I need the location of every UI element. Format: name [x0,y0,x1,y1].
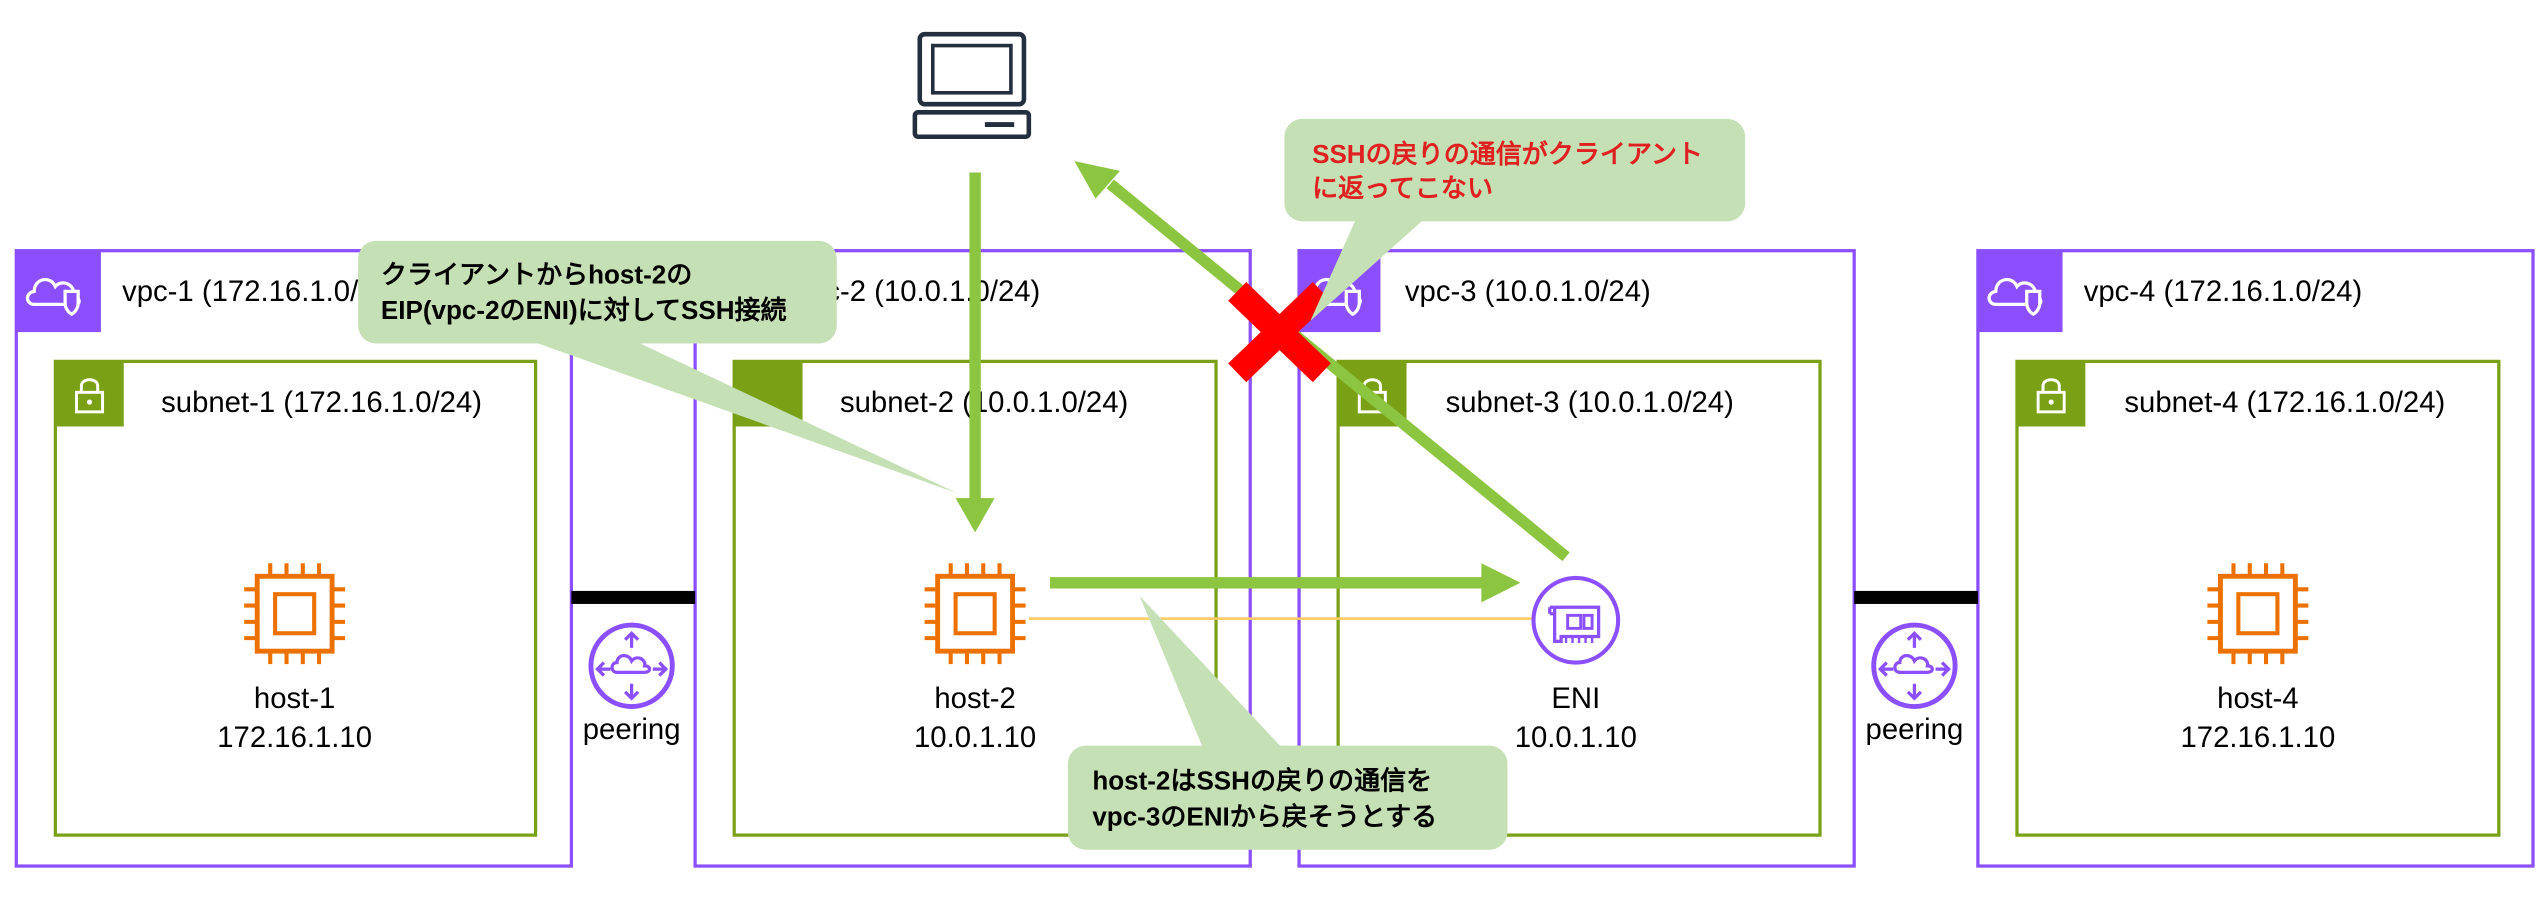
callout-line: に返ってこない [1312,173,1493,203]
vpc-label: vpc-1 (172.16.1.0/24) [122,275,401,308]
host-name: host-1 [254,682,335,715]
callout-client-ssh: クライアントからhost-2の EIP(vpc-2のENI)に対してSSH接続 [358,240,958,494]
peering-label: peering [583,713,681,746]
subnet-label: subnet-4 (172.16.1.0/24) [2124,386,2445,419]
peering-icon [588,622,675,709]
peering-link [1854,590,1978,604]
callout-line: EIP(vpc-2のENI)に対してSSH接続 [381,295,787,325]
eni-ip: 10.0.1.10 [1515,721,1637,754]
subnet-4: subnet-4 (172.16.1.0/24) [2015,359,2501,837]
lock-icon [75,378,105,414]
return-to-client-arrow [1074,161,1570,562]
callout-line: vpc-3のENIから戻そうとする [1092,801,1437,831]
subnet-1: subnet-1 (172.16.1.0/24) [53,359,538,837]
subnet-label: subnet-3 (10.0.1.0/24) [1446,386,1734,419]
callout-line: クライアントからhost-2の [381,259,692,289]
vpc-label: vpc-3 (10.0.1.0/24) [1405,275,1651,308]
peering-label: peering [1866,713,1964,746]
return-to-eni-arrow [1049,563,1521,603]
ec2-instance-icon [924,563,1026,665]
host-ip: 172.16.1.10 [217,721,372,754]
host-name: host-4 [2217,682,2298,715]
ec2-instance-icon [244,563,346,665]
vpc-label: vpc-4 (172.16.1.0/24) [2084,275,2363,308]
vpc-cloud-icon [25,277,81,317]
peering-icon [1871,622,1958,709]
eni-icon [1531,575,1621,665]
client-computer-icon [912,31,1032,140]
ssh-request-arrow [955,172,995,533]
lock-icon [2036,378,2066,414]
blocked-cross-icon [1228,282,1331,383]
host-name: host-2 [934,682,1015,715]
peering-link [571,590,696,604]
eni-name: ENI [1551,682,1600,715]
host-ip: 172.16.1.10 [2181,721,2336,754]
host-ip: 10.0.1.10 [914,721,1036,754]
vpc-cloud-icon [1987,277,2043,317]
callout-line: SSHの戻りの通信がクライアント [1312,139,1703,169]
ec2-instance-icon [2207,563,2309,665]
callout-line: host-2はSSHの戻りの通信を [1092,766,1432,796]
callout-no-return: SSHの戻りの通信がクライアント に返ってこない [1284,118,1746,321]
subnet-label: subnet-1 (172.16.1.0/24) [161,386,482,419]
subnet-label: subnet-2 (10.0.1.0/24) [840,386,1128,419]
